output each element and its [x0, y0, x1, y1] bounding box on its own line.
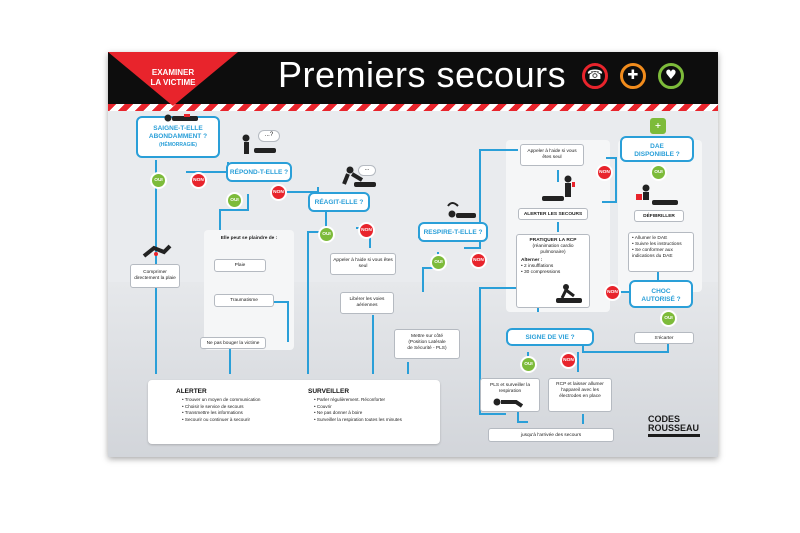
reagit-oui-badge: OUI — [318, 226, 335, 243]
pls-box: Mettre sur côté (Position Latérale de Sé… — [394, 329, 460, 359]
reagit-non-badge: NON — [358, 222, 375, 239]
ne-pas-bouger-box: Ne pas bouger la victime — [200, 337, 266, 349]
surveiller-section: SURVEILLER • Parler régulièrement. Récon… — [308, 388, 402, 422]
first-aid-poster: EXAMINER LA VICTIME Premiers secours ☎ ✚… — [108, 52, 718, 457]
rcp-laisser-box: RCP et laisser allumer l'appareil avec l… — [548, 378, 612, 412]
dae-steps-box: • Allumer le DAE • Suivre les instructio… — [628, 232, 694, 272]
complaint-panel — [204, 230, 294, 350]
ecarter-box: S'écarter — [634, 332, 694, 344]
alerter-section: ALERTER • Trouver un moyen de communicat… — [176, 388, 261, 422]
plaindre-label: Elle peut se plaindre de : — [220, 236, 278, 241]
codes-rousseau-logo: CODES ROUSSEAU — [644, 414, 708, 454]
cpr-icon — [556, 284, 582, 303]
dae-non-badge: NON — [596, 164, 613, 181]
lying-victim-icon — [164, 114, 198, 122]
dae-oui-badge: OUI — [650, 164, 667, 181]
alerter-surveiller-card: ALERTER • Trouver un moyen de communicat… — [148, 380, 440, 444]
heart-defibrillator-icon: ♥ — [658, 63, 684, 89]
traumatisme-box: Traumatisme — [214, 294, 274, 307]
connector-saigne-non — [186, 162, 229, 173]
liberer-box: Libérer les voies aériennes — [340, 292, 394, 314]
connector-respire-non — [464, 149, 518, 249]
question-repond: RÉPOND-T-ELLE ? — [226, 162, 292, 182]
alerter-secours-box: ALERTER LES SECOURS — [518, 208, 588, 220]
choc-oui-badge: OUI — [660, 310, 677, 327]
appeler-seul-box-1: Appeler à l'aide si vous êtes seul — [330, 253, 396, 275]
choc-non-badge: NON — [604, 284, 621, 301]
arrivee-secours-box: jusqu'à l'arrivée des secours — [488, 428, 614, 442]
respire-non-badge: NON — [470, 252, 487, 269]
appeler-seul-box-2: Appeler à l'aide si vous êtes seul — [520, 144, 584, 166]
repond-bubble: ...? — [258, 130, 280, 142]
medical-cross-icon: ✚ — [620, 63, 646, 89]
question-saigne: SAIGNE-T-ELLE ABONDAMMENT ? (HÉMORRAGIE) — [136, 116, 220, 158]
pls-surveiller-box: PLS et surveiller la respiration — [480, 378, 540, 412]
defibrillator-use-icon — [636, 184, 678, 205]
respire-oui-badge: OUI — [430, 254, 447, 271]
signe-oui-badge: OUI — [520, 356, 537, 373]
compress-wound-icon — [142, 244, 172, 258]
rcp-box: PRATIQUER LA RCP (réanimation cardio pul… — [516, 234, 590, 308]
recovery-position-icon — [493, 398, 524, 408]
question-reagit: RÉAGIT-ELLE ? — [308, 192, 370, 212]
defibriller-box: DÉFIBRILLER — [634, 210, 684, 222]
call-rescue-icon — [542, 175, 575, 201]
signe-non-badge: NON — [560, 352, 577, 369]
logo-bar — [648, 434, 700, 437]
reagit-bubble: ... — [358, 165, 376, 176]
phone-icon: ☎ — [582, 63, 608, 89]
plaie-box: Plaie — [214, 259, 266, 272]
question-dae: DAE DISPONIBLE ? — [620, 136, 694, 162]
question-respire: RESPIRE-T-ELLE ? — [418, 222, 488, 242]
connector-dae-non — [602, 157, 617, 203]
person-bubble-icon — [242, 134, 276, 154]
examiner-tag — [108, 52, 238, 106]
saigne-oui-badge: OUI — [150, 172, 167, 189]
repond-oui-badge: OUI — [226, 192, 243, 209]
repond-non-badge: NON — [270, 184, 287, 201]
aed-icon: + — [650, 118, 666, 134]
examiner-tag-text: EXAMINER LA VICTIME — [150, 68, 196, 87]
poster-title: Premiers secours — [278, 54, 567, 95]
warning-stripe — [108, 104, 718, 111]
question-signe: SIGNE DE VIE ? — [506, 328, 594, 346]
shaking-victim-icon — [342, 166, 376, 187]
connector-trauma — [274, 301, 289, 342]
question-choc: CHOC AUTORISÉ ? — [629, 280, 693, 308]
connector-repond-oui — [219, 194, 249, 230]
saigne-non-badge: NON — [190, 172, 207, 189]
breathing-check-icon — [447, 202, 476, 218]
connector-reagit-oui — [307, 210, 327, 374]
comprimer-box: Comprimer directement la plaie — [130, 264, 180, 288]
